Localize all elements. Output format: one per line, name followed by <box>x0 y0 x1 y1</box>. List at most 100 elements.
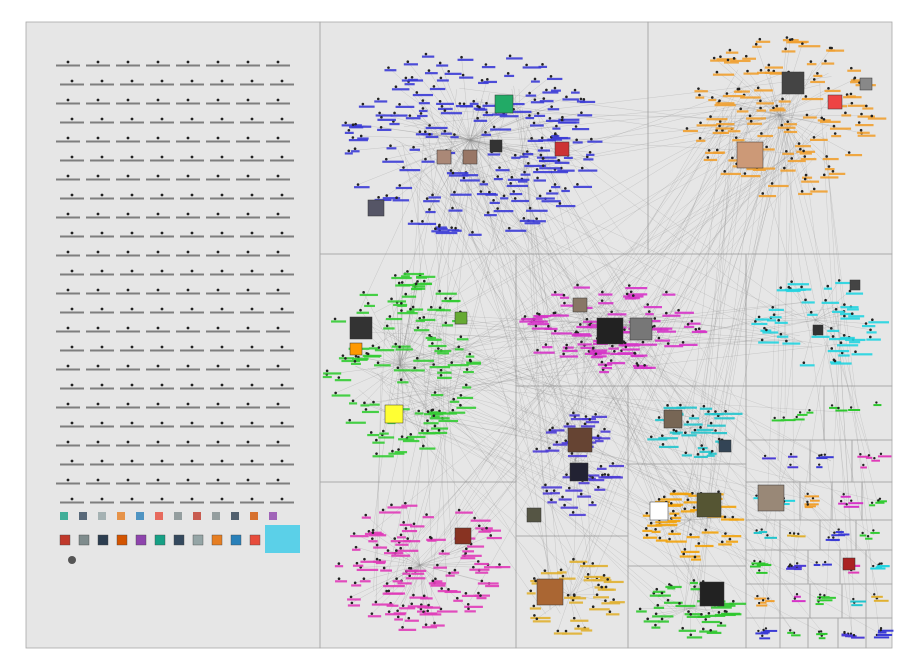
node-234 <box>731 156 734 160</box>
node-label-656 <box>405 577 426 580</box>
edge-538 <box>814 319 867 324</box>
node-label-695 <box>482 529 501 532</box>
node-203 <box>759 68 763 72</box>
node-739 <box>393 537 397 540</box>
node-31 <box>450 226 453 229</box>
node-label-202 <box>720 172 742 176</box>
node-label-108 <box>539 159 554 163</box>
node-292 <box>400 281 404 284</box>
node-label-164 <box>382 160 404 163</box>
node-142 <box>555 124 558 128</box>
isolate-thumb-3 <box>116 534 128 546</box>
node-719 <box>390 503 393 507</box>
edge-56 <box>440 124 829 422</box>
node-label-799 <box>652 615 674 618</box>
node-176 <box>812 135 816 139</box>
edge-105 <box>527 174 550 609</box>
node-label-715 <box>405 569 418 572</box>
isolate-label-16-4 <box>176 368 200 371</box>
edge-149 <box>589 106 736 454</box>
node-718 <box>370 612 374 615</box>
node-527 <box>551 426 554 430</box>
node-label-233 <box>781 50 796 53</box>
edge-150 <box>392 343 847 395</box>
isolate-node-9-1 <box>100 231 104 235</box>
node-label-271 <box>813 74 823 78</box>
node-label-720 <box>486 536 502 540</box>
isolate-label-0-1 <box>86 64 110 67</box>
isolate-label-21-5 <box>210 463 234 466</box>
edge-95 <box>521 108 560 600</box>
node-label-872 <box>848 571 860 574</box>
node-label-340 <box>418 432 441 435</box>
edge-248 <box>401 410 817 502</box>
isolate-node-19-2 <box>130 421 134 425</box>
node-label-888 <box>816 599 833 602</box>
isolate-label-5-6 <box>240 159 264 162</box>
edge-373 <box>386 139 471 160</box>
edge-204 <box>434 407 678 614</box>
isolate-node-0-6 <box>246 60 250 64</box>
node-864 <box>758 569 761 572</box>
isolate-label-8-2 <box>116 216 140 219</box>
node-label-600 <box>688 494 697 497</box>
isolate-thumb-0 <box>59 534 71 546</box>
edge-121 <box>415 91 687 514</box>
edge-226 <box>459 87 727 122</box>
avatar-thumbnail-0 <box>367 199 385 217</box>
node-599 <box>702 447 705 451</box>
node-824 <box>818 463 821 466</box>
node-383 <box>469 359 472 363</box>
node-817 <box>830 404 834 407</box>
node-286 <box>394 274 397 277</box>
node-label-39 <box>532 220 546 223</box>
group-panel-small-27 <box>865 617 893 649</box>
node-label-559 <box>584 436 602 439</box>
node-488 <box>790 280 793 283</box>
node-372 <box>416 326 420 329</box>
node-363 <box>406 270 409 273</box>
node-label-7 <box>572 128 590 131</box>
node-535 <box>601 473 604 477</box>
edge-572 <box>574 459 609 476</box>
avatar-thumbnail-11 <box>349 342 363 356</box>
node-label-235 <box>806 63 817 66</box>
node-label-886 <box>821 596 836 599</box>
node-340 <box>421 429 424 432</box>
isolate-thumb-4 <box>135 534 147 546</box>
node-label-260 <box>822 157 839 161</box>
isolate-label-17-4 <box>180 387 204 390</box>
node-label-208 <box>735 90 750 93</box>
node-323 <box>439 368 443 372</box>
isolate-label-1-4 <box>180 83 204 86</box>
node-label-562 <box>596 467 607 470</box>
node-332 <box>376 361 380 365</box>
isolate-thumb-row2-1 <box>79 512 87 520</box>
isolate-label-23-5 <box>210 501 234 504</box>
isolate-label-17-6 <box>240 387 264 390</box>
node-label-460 <box>549 314 569 317</box>
node-896 <box>762 628 765 632</box>
node-label-837 <box>809 499 820 502</box>
node-label-854 <box>835 531 844 534</box>
node-label-403 <box>527 323 550 326</box>
edge-276 <box>825 303 843 602</box>
node-373 <box>337 376 341 379</box>
node-825 <box>820 453 823 457</box>
isolate-label-0-0 <box>56 64 80 67</box>
node-label-475 <box>684 325 695 328</box>
node-label-140 <box>534 114 546 117</box>
isolate-node-14-0 <box>66 326 70 330</box>
node-label-681 <box>359 580 371 583</box>
node-221 <box>828 46 832 50</box>
node-589 <box>679 403 682 407</box>
node-label-189 <box>810 80 825 84</box>
node-256 <box>802 149 805 153</box>
isolate-node-21-2 <box>130 459 134 463</box>
node-label-473 <box>531 327 552 330</box>
node-359 <box>353 359 357 363</box>
isolate-label-10-2 <box>116 254 140 257</box>
isolate-thumb-row2-2 <box>98 512 106 520</box>
isolate-node-8-7 <box>276 212 280 216</box>
node-810 <box>798 411 802 414</box>
